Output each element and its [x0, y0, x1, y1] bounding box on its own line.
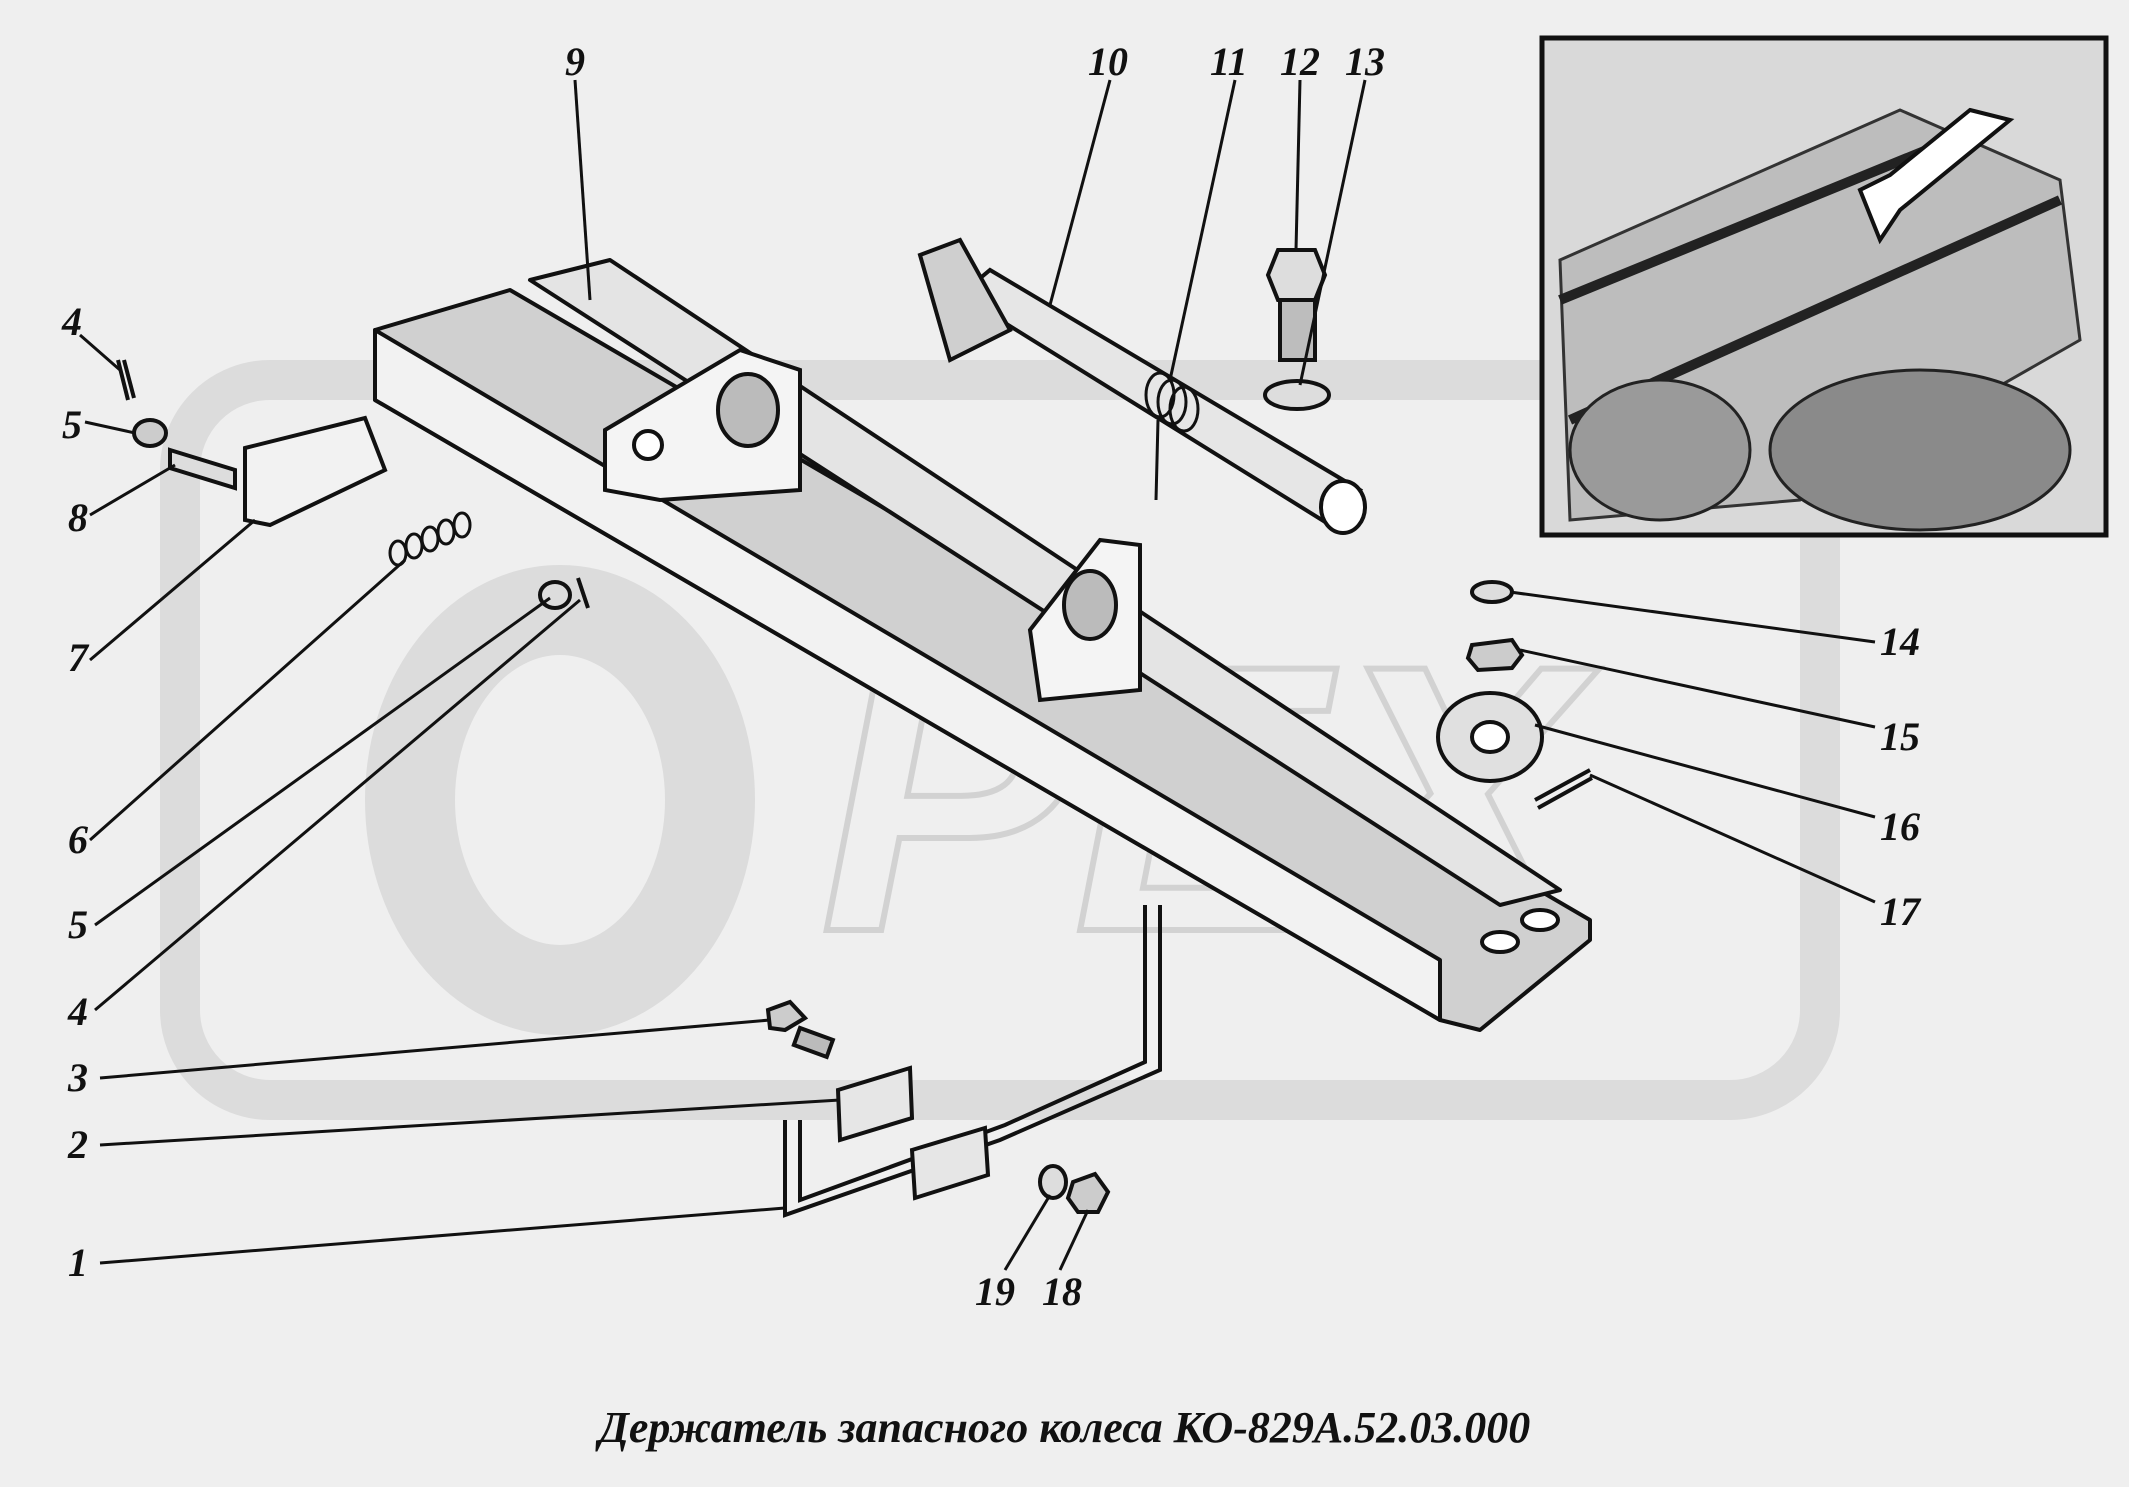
part-15-nut	[1465, 637, 1525, 673]
part-7-plate	[243, 415, 388, 528]
callout-8: 8	[68, 495, 88, 540]
part-17-cotter-pin	[1534, 768, 1593, 810]
callout-14: 14	[1880, 619, 1920, 664]
leader-5b	[94, 596, 551, 927]
part-8-pin	[168, 447, 237, 491]
part-11-spring-coil	[1144, 371, 1200, 433]
leader-7	[89, 518, 256, 662]
callout-7: 7	[68, 635, 88, 680]
leader-14	[1509, 590, 1876, 644]
callout-16: 16	[1880, 804, 1920, 849]
inset-arrow-icon	[1857, 107, 2015, 245]
leader-10	[1048, 79, 1112, 306]
upper-bracket	[603, 347, 802, 503]
part-4-cotter-pin-lower	[576, 577, 590, 609]
part-13-washer	[1263, 379, 1331, 411]
callout-13: 13	[1345, 39, 1385, 84]
callout-9: 9	[565, 39, 585, 84]
part-14-lock-washer	[1470, 580, 1514, 604]
part-16-washer	[1436, 691, 1544, 783]
watermark-frame	[160, 360, 1840, 1120]
callout-4b: 4	[68, 989, 88, 1034]
callout-18: 18	[1042, 1269, 1082, 1314]
callout-5a: 5	[62, 402, 82, 447]
callout-2: 2	[68, 1122, 88, 1167]
part-5-washer-lower	[538, 580, 572, 610]
leader-2	[99, 1098, 841, 1147]
watermark-letter-o	[365, 565, 755, 1035]
watermark-logo	[160, 360, 1840, 1120]
part-3-bolt	[765, 999, 836, 1060]
part-10-shaft	[917, 237, 1367, 535]
callout-11: 11	[1210, 39, 1248, 84]
leader-6	[89, 558, 406, 842]
callout-1: 1	[68, 1240, 88, 1285]
leader-16	[1534, 723, 1876, 819]
part-2-plate-right	[909, 1125, 991, 1201]
callout-10: 10	[1088, 39, 1128, 84]
leader-4a	[79, 333, 121, 372]
callout-15: 15	[1880, 714, 1920, 759]
inset-detail-view	[1539, 35, 2109, 538]
lower-bracket	[1027, 537, 1142, 703]
leader-13	[1298, 79, 1367, 386]
leader-17	[1589, 773, 1876, 904]
leader-4b	[94, 598, 581, 1012]
part-1-rod	[783, 905, 1162, 1218]
leader-18	[1058, 1209, 1090, 1271]
leader-19	[1003, 1194, 1052, 1271]
part-4-cotter-pin-upper	[116, 359, 136, 401]
callout-3: 3	[68, 1055, 88, 1100]
leader-12	[1294, 79, 1302, 251]
leader-5a	[84, 420, 136, 435]
part-5-washer-upper	[132, 418, 168, 448]
diagram-caption: Держатель запасного колеса КО-829А.52.03…	[598, 1403, 1531, 1452]
leader-lines	[79, 79, 1876, 1271]
leader-8	[89, 463, 176, 517]
part-6-spring	[388, 511, 472, 567]
callout-19: 19	[975, 1269, 1015, 1314]
callout-6: 6	[68, 817, 88, 862]
callout-17: 17	[1880, 889, 1920, 934]
leader-9	[573, 79, 592, 301]
leader-15	[1519, 648, 1876, 729]
part-2-plate-left	[835, 1065, 915, 1143]
leader-1	[99, 1206, 786, 1265]
callout-5b: 5	[68, 902, 88, 947]
callout-4a: 4	[62, 299, 82, 344]
part-18-nut	[1065, 1171, 1111, 1214]
leader-3	[99, 1018, 771, 1080]
leader-11	[1168, 79, 1237, 381]
part-12-bolt	[1265, 248, 1328, 362]
callout-12: 12	[1280, 39, 1320, 84]
part-19-lock-washer	[1038, 1164, 1068, 1200]
